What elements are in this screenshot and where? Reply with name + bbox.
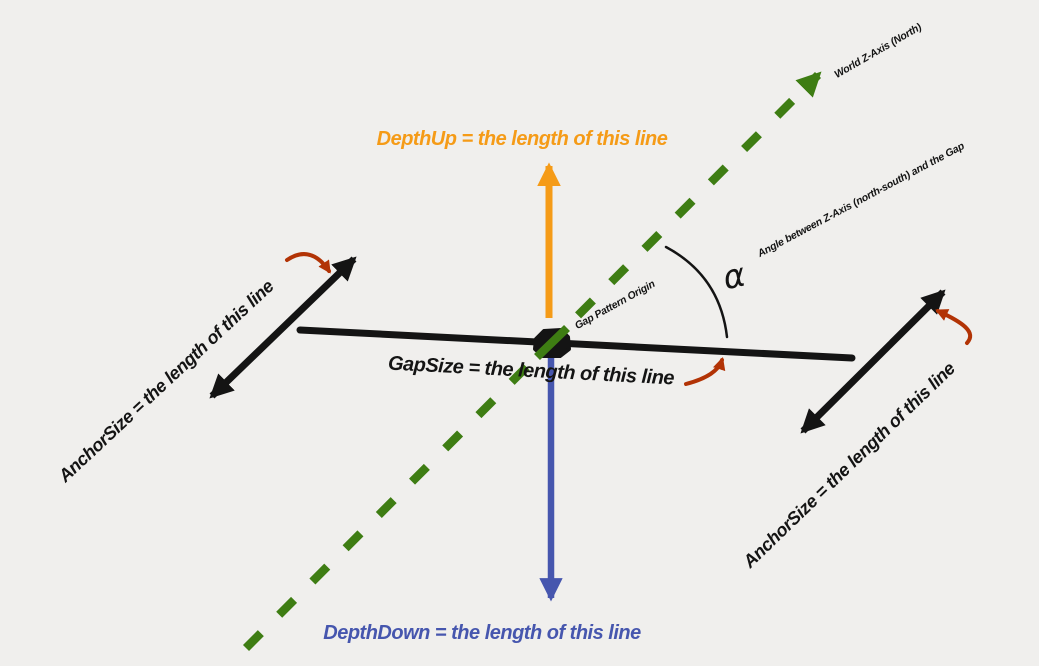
anchor-size-line-right <box>800 289 946 434</box>
anchor-size-label-left: AnchorSize = the length of this line <box>54 276 278 487</box>
depth-down-label: DepthDown = the length of this line <box>323 622 641 644</box>
alpha-angle-symbol: α <box>719 255 749 298</box>
gap-size-label: GapSize = the length of this line <box>387 353 674 390</box>
origin-green-dash <box>534 324 570 361</box>
red-pointer-anchor-right <box>935 309 973 345</box>
world-z-axis-label: World Z-Axis (North) <box>832 21 924 81</box>
anchor-size-line-left <box>209 256 357 399</box>
angle-arc <box>664 245 729 339</box>
angle-description-label: Angle between Z-Axis (north-south) and t… <box>755 140 967 260</box>
red-pointer-gap-line <box>684 356 726 386</box>
world-z-axis-line <box>242 71 822 652</box>
gap-size-line <box>296 326 856 362</box>
depth-up-label: DepthUp = the length of this line <box>377 128 668 150</box>
red-pointer-anchor-left <box>285 252 331 274</box>
